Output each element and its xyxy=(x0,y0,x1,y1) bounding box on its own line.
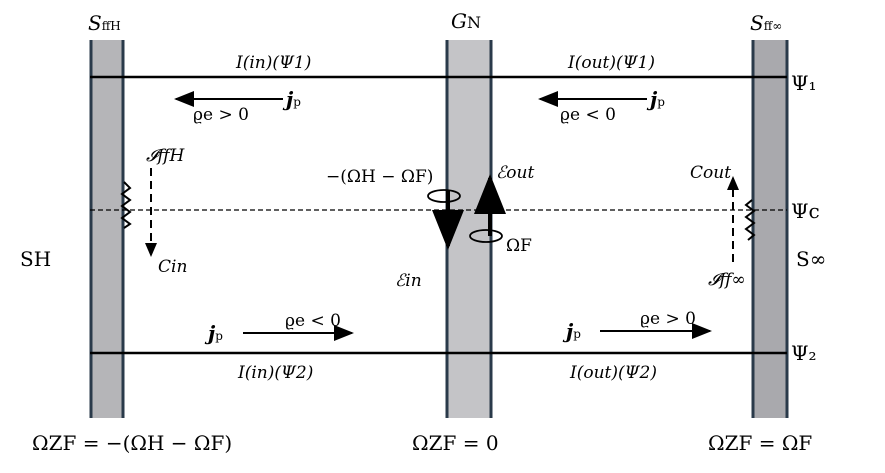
rotation-ellipse-lower xyxy=(469,229,503,243)
label-minus-omega: −(ΩH − ΩF) xyxy=(326,167,433,187)
current-out-psi1: I(out)(Ψ1) xyxy=(567,53,655,73)
rho-top-right: ϱe < 0 xyxy=(560,105,616,125)
omega-zf-center: ΩZF = 0 xyxy=(412,431,499,455)
omega-zf-left: ΩZF = −(ΩH − ΩF) xyxy=(32,431,232,455)
jp-label-top-left: jp xyxy=(282,87,301,111)
rho-bottom-left: ϱe < 0 xyxy=(285,311,341,331)
current-in-psi1: I(in)(Ψ1) xyxy=(235,53,311,73)
surface-band-right xyxy=(751,40,789,418)
label-S-inf: S∞ xyxy=(796,247,826,271)
rho-bottom-right: ϱe > 0 xyxy=(640,309,696,329)
label-E-out: ℰout xyxy=(496,163,534,183)
psi2-label: Ψ₂ xyxy=(791,341,817,365)
jp-label-bottom-left: jp xyxy=(204,321,223,345)
resistor-right-icon xyxy=(744,199,756,241)
label-S-H: SH xyxy=(20,247,51,271)
surface-band-center xyxy=(445,40,493,418)
label-omega-F: ΩF xyxy=(506,236,532,256)
omega-zf-right: ΩZF = ΩF xyxy=(708,431,812,455)
surface-label-left: SffH xyxy=(88,11,121,35)
current-out-psi2: I(out)(Ψ2) xyxy=(569,363,657,383)
rho-top-left: ϱe > 0 xyxy=(193,105,249,125)
surface-band-left xyxy=(89,40,125,418)
surface-label-right: Sff∞ xyxy=(750,11,782,35)
label-C-in: 𝐶in xyxy=(158,257,187,277)
label-I-ffH: 𝓘ffH xyxy=(146,146,186,166)
label-E-in: ℰin xyxy=(395,271,422,291)
resistor-left-icon xyxy=(120,181,132,229)
jp-label-top-right: jp xyxy=(646,87,665,111)
psic-label: Ψc xyxy=(791,199,820,223)
jp-label-bottom-right: jp xyxy=(562,319,581,343)
label-C-out: 𝐶out xyxy=(690,163,731,183)
rotation-ellipse-upper xyxy=(427,189,461,203)
surface-label-center: GN xyxy=(451,9,481,33)
label-I-ffinf: 𝓘ff∞ xyxy=(708,270,746,290)
current-in-psi2: I(in)(Ψ2) xyxy=(237,363,313,383)
psi1-label: Ψ₁ xyxy=(791,71,817,95)
